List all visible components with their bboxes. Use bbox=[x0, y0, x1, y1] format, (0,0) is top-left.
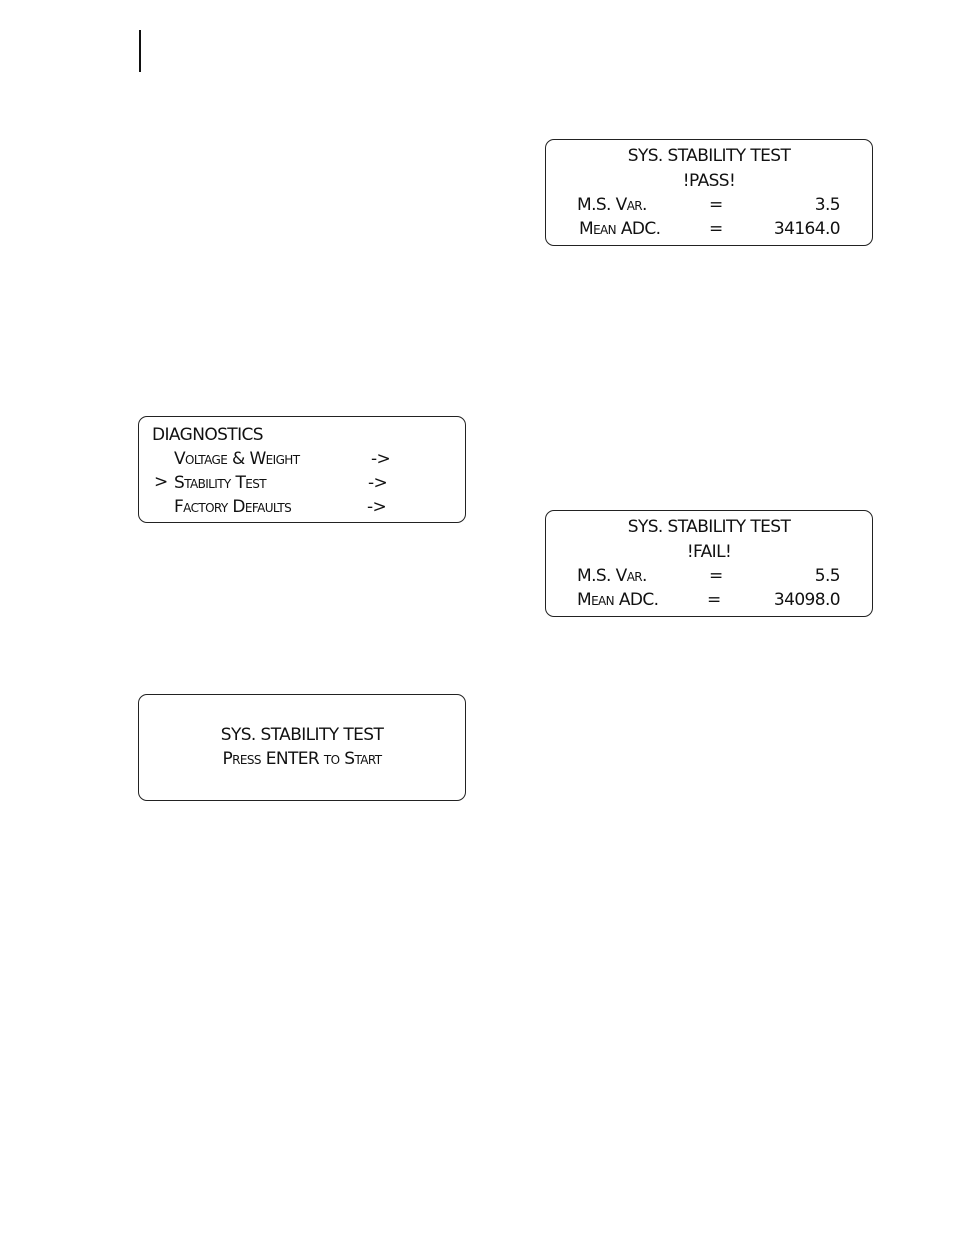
lcd-diagnostics-menu: DIAGNOSTICS Voltage & Weight -> > Stabil… bbox=[138, 416, 466, 523]
menu-item-arrow: -> bbox=[367, 497, 387, 517]
lcd-start-screen: SYS. STABILITY TEST Press ENTER to Start bbox=[138, 694, 466, 801]
ms-var-value: 5.5 bbox=[814, 566, 841, 586]
menu-item-arrow: -> bbox=[368, 473, 388, 493]
menu-item-arrow: -> bbox=[371, 449, 391, 469]
mean-adc-value: 34098.0 bbox=[773, 590, 841, 610]
ms-var-equals: = bbox=[709, 566, 723, 586]
lcd-fail-screen: SYS. STABILITY TEST !FAIL! M.S. Var. = 5… bbox=[545, 510, 873, 617]
lcd-pass-screen: SYS. STABILITY TEST !PASS! M.S. Var. = 3… bbox=[545, 139, 873, 246]
screen-title: SYS. STABILITY TEST bbox=[220, 725, 384, 745]
screen-title: SYS. STABILITY TEST bbox=[627, 146, 791, 166]
menu-item-stability-test[interactable]: Stability Test bbox=[174, 473, 267, 493]
ms-var-equals: = bbox=[709, 195, 723, 215]
start-prompt: Press ENTER to Start bbox=[222, 749, 383, 769]
menu-cursor: > bbox=[154, 472, 168, 492]
margin-rule bbox=[139, 30, 141, 72]
fail-status: !FAIL! bbox=[686, 542, 732, 562]
pass-status: !PASS! bbox=[682, 171, 736, 191]
mean-adc-equals: = bbox=[709, 219, 723, 239]
mean-adc-label: Mean ADC. bbox=[577, 590, 659, 610]
menu-title: DIAGNOSTICS bbox=[152, 425, 264, 445]
menu-item-factory-defaults[interactable]: Factory Defaults bbox=[174, 497, 292, 517]
menu-item-voltage-weight[interactable]: Voltage & Weight bbox=[174, 449, 300, 469]
screen-title: SYS. STABILITY TEST bbox=[627, 517, 791, 537]
ms-var-value: 3.5 bbox=[814, 195, 841, 215]
ms-var-label: M.S. Var. bbox=[577, 195, 647, 215]
mean-adc-value: 34164.0 bbox=[773, 219, 841, 239]
mean-adc-equals: = bbox=[707, 590, 721, 610]
ms-var-label: M.S. Var. bbox=[577, 566, 647, 586]
mean-adc-label: Mean ADC. bbox=[579, 219, 661, 239]
